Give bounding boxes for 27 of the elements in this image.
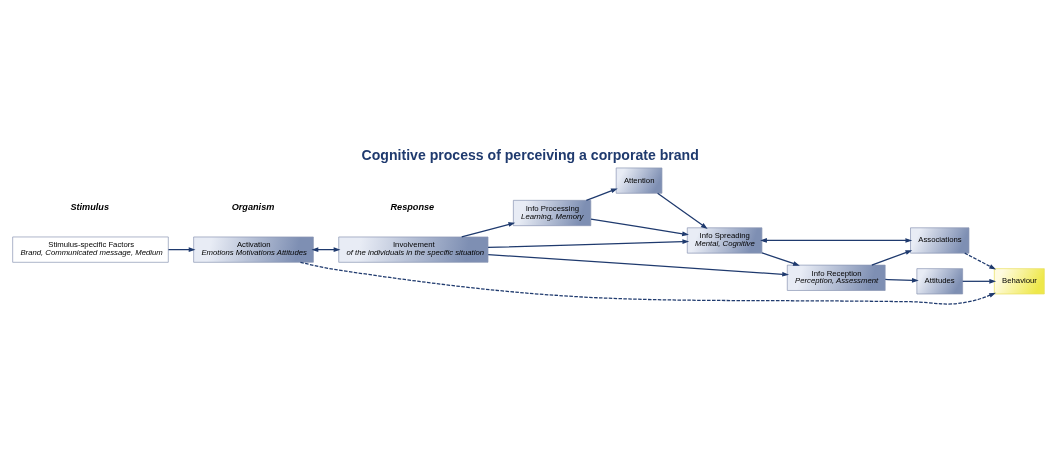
arrow xyxy=(962,278,997,284)
node-box: Behaviour xyxy=(993,267,1045,294)
diagram-title: Cognitive process of perceiving a corporate brand xyxy=(361,146,699,163)
arrow xyxy=(487,238,690,248)
arrow xyxy=(884,277,919,283)
arrow xyxy=(760,237,913,243)
node-box: Involvement of the individuals in the specific situation xyxy=(338,236,489,263)
arrow xyxy=(167,246,196,252)
label: Organism xyxy=(231,201,275,212)
node-box: Attitudes xyxy=(916,267,963,294)
node-box: Info Spreading Mental, Cognitive xyxy=(686,226,763,253)
node-box: Info Reception Perception, Assessment xyxy=(786,264,886,291)
node-box: Attention xyxy=(615,167,663,194)
label: Stimulus xyxy=(70,201,110,212)
arrow xyxy=(487,253,789,277)
node-box: Activation Emotions Motivations Attitudes xyxy=(193,236,314,263)
arrow xyxy=(761,251,800,266)
arrow xyxy=(585,187,618,201)
arrow xyxy=(590,218,689,236)
arrow xyxy=(964,252,997,270)
node-box: Associations xyxy=(910,226,970,253)
arrow xyxy=(656,192,708,229)
node-box: Stimulus-specific Factors Brand, Communicated message, Medium xyxy=(12,236,169,263)
arrow xyxy=(461,221,516,238)
arrow xyxy=(871,249,913,266)
node-box: Info Processing Learning, Memory xyxy=(513,199,592,226)
label: Response xyxy=(390,201,435,212)
